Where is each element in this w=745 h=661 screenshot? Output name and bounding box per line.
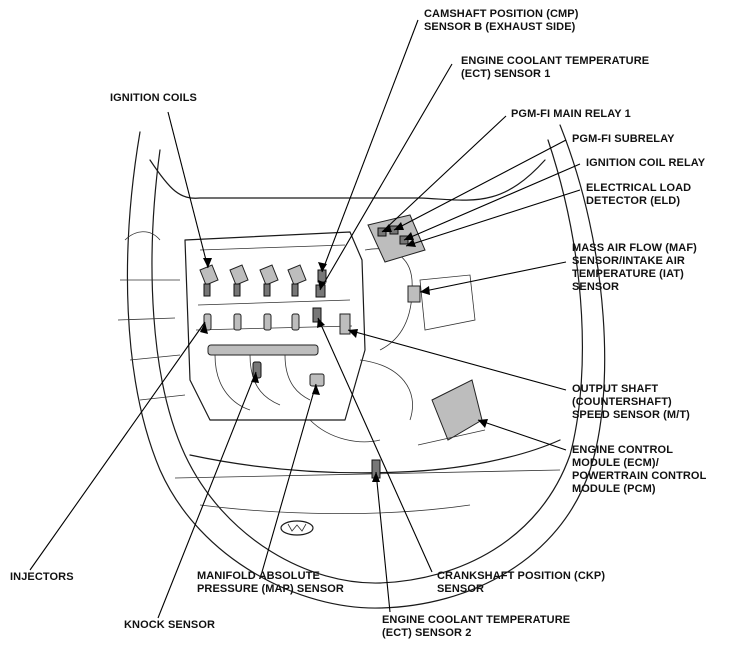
label-ect-sensor-2: ENGINE COOLANT TEMPERATURE (ECT) SENSOR … (382, 614, 571, 639)
fender-right (419, 159, 546, 201)
leader-arrowheads (200, 222, 488, 482)
label-ecm-pcm: ENGINE CONTROL MODULE (ECM)/ POWERTRAIN … (572, 444, 707, 495)
leader-lines (29, 19, 581, 619)
label-ignition-coil-relay: IGNITION COIL RELAY (586, 157, 706, 169)
label-maf-iat-sensor: MASS AIR FLOW (MAF) SENSOR/INTAKE AIR TE… (572, 242, 697, 293)
injector-set (203, 313, 300, 331)
maf-sensor-shape (407, 285, 421, 303)
label-injectors: INJECTORS (10, 571, 74, 583)
intake-manifold (207, 344, 319, 356)
label-pgm-fi-main-relay: PGM-FI MAIN RELAY 1 (511, 108, 631, 120)
hood-outline (126, 124, 606, 609)
output-shaft-sensor-shape (339, 313, 351, 335)
label-ckp-sensor: CRANKSHAFT POSITION (CKP) SENSOR (437, 570, 606, 595)
relay-box (367, 214, 426, 263)
engine-block (184, 231, 366, 421)
ecm-housing (431, 379, 483, 441)
label-ect-sensor-1: ENGINE COOLANT TEMPERATURE (ECT) SENSOR … (461, 55, 650, 80)
label-pgm-fi-subrelay: PGM-FI SUBRELAY (572, 133, 675, 145)
label-cmp-sensor: CAMSHAFT POSITION (CMP) SENSOR B (EXHAUS… (424, 8, 579, 33)
emblem-shape (280, 520, 314, 536)
label-knock-sensor: KNOCK SENSOR (124, 619, 216, 631)
ckp-sensor-shape (312, 307, 322, 323)
label-output-shaft-sensor: OUTPUT SHAFT (COUNTERSHAFT) SPEED SENSOR… (572, 383, 690, 421)
map-sensor-shape (309, 373, 325, 387)
radiator-support (189, 439, 561, 474)
hood-inner (151, 139, 583, 584)
ignition-coil-set (199, 264, 307, 297)
label-map-sensor: MANIFOLD ABSOLUTE PRESSURE (MAP) SENSOR (197, 570, 344, 595)
label-ignition-coils: IGNITION COILS (110, 92, 197, 104)
fender-left (149, 159, 421, 199)
label-eld: ELECTRICAL LOAD DETECTOR (ELD) (586, 182, 692, 207)
